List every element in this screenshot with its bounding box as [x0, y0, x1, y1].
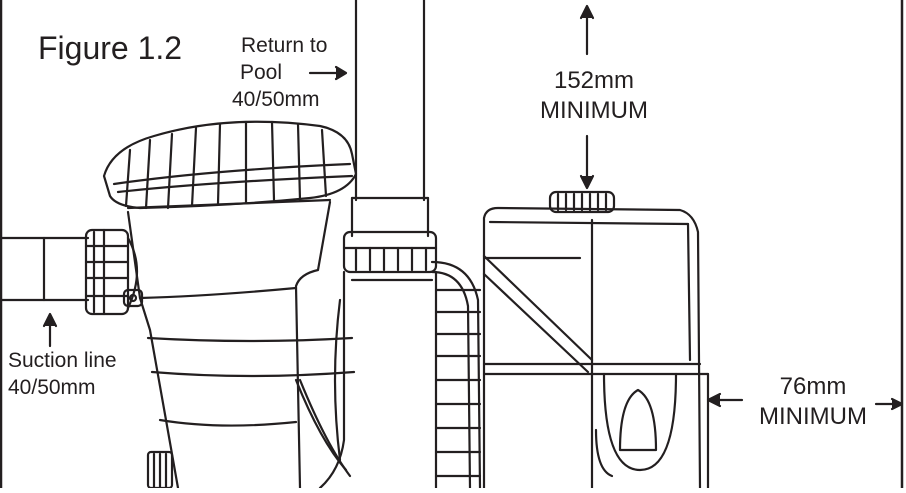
side-clearance-value: 76mm: [779, 373, 847, 400]
side-clearance-arrow-right: [874, 397, 904, 411]
suction-union-nut: [84, 228, 138, 316]
top-clearance-word: MINIMUM: [540, 97, 648, 124]
side-clearance-label: 76mm MINIMUM: [738, 372, 888, 432]
suction-label-line-2: 40/50mm: [8, 376, 96, 399]
side-clearance-arrow-left: [706, 392, 744, 408]
figure-title: Figure 1.2: [38, 30, 183, 66]
drain-plug: [146, 450, 174, 490]
seal-plate-ring: [430, 260, 482, 490]
top-clearance-value: 152mm: [553, 67, 635, 94]
motor-cap: [548, 190, 616, 214]
return-label-line-2: Pool: [240, 61, 283, 84]
return-union-nut: [342, 230, 438, 274]
fan-cover: [698, 372, 710, 490]
side-clearance-word: MINIMUM: [759, 403, 867, 430]
motor-housing: [482, 206, 702, 490]
return-label-line-3: 40/50mm: [232, 88, 320, 111]
top-clearance-arrow-down: [579, 134, 595, 190]
suction-line-label: Suction line 40/50mm: [8, 347, 117, 401]
top-clearance-label: 152mm MINIMUM: [520, 66, 668, 126]
suction-label-line-1: Suction line: [8, 349, 117, 372]
return-pipe: [350, 0, 430, 238]
top-clearance-arrow-up: [579, 4, 595, 56]
return-to-pool-label: Return to Pool 40/50mm: [232, 32, 327, 113]
suction-pipe: [0, 236, 90, 302]
return-label-line-1: Return to: [241, 34, 328, 57]
pump-volute: [294, 270, 438, 490]
strainer-lid: [102, 120, 358, 210]
strainer-housing: [122, 200, 356, 490]
suction-arrow: [42, 312, 58, 348]
return-arrow: [308, 65, 348, 81]
